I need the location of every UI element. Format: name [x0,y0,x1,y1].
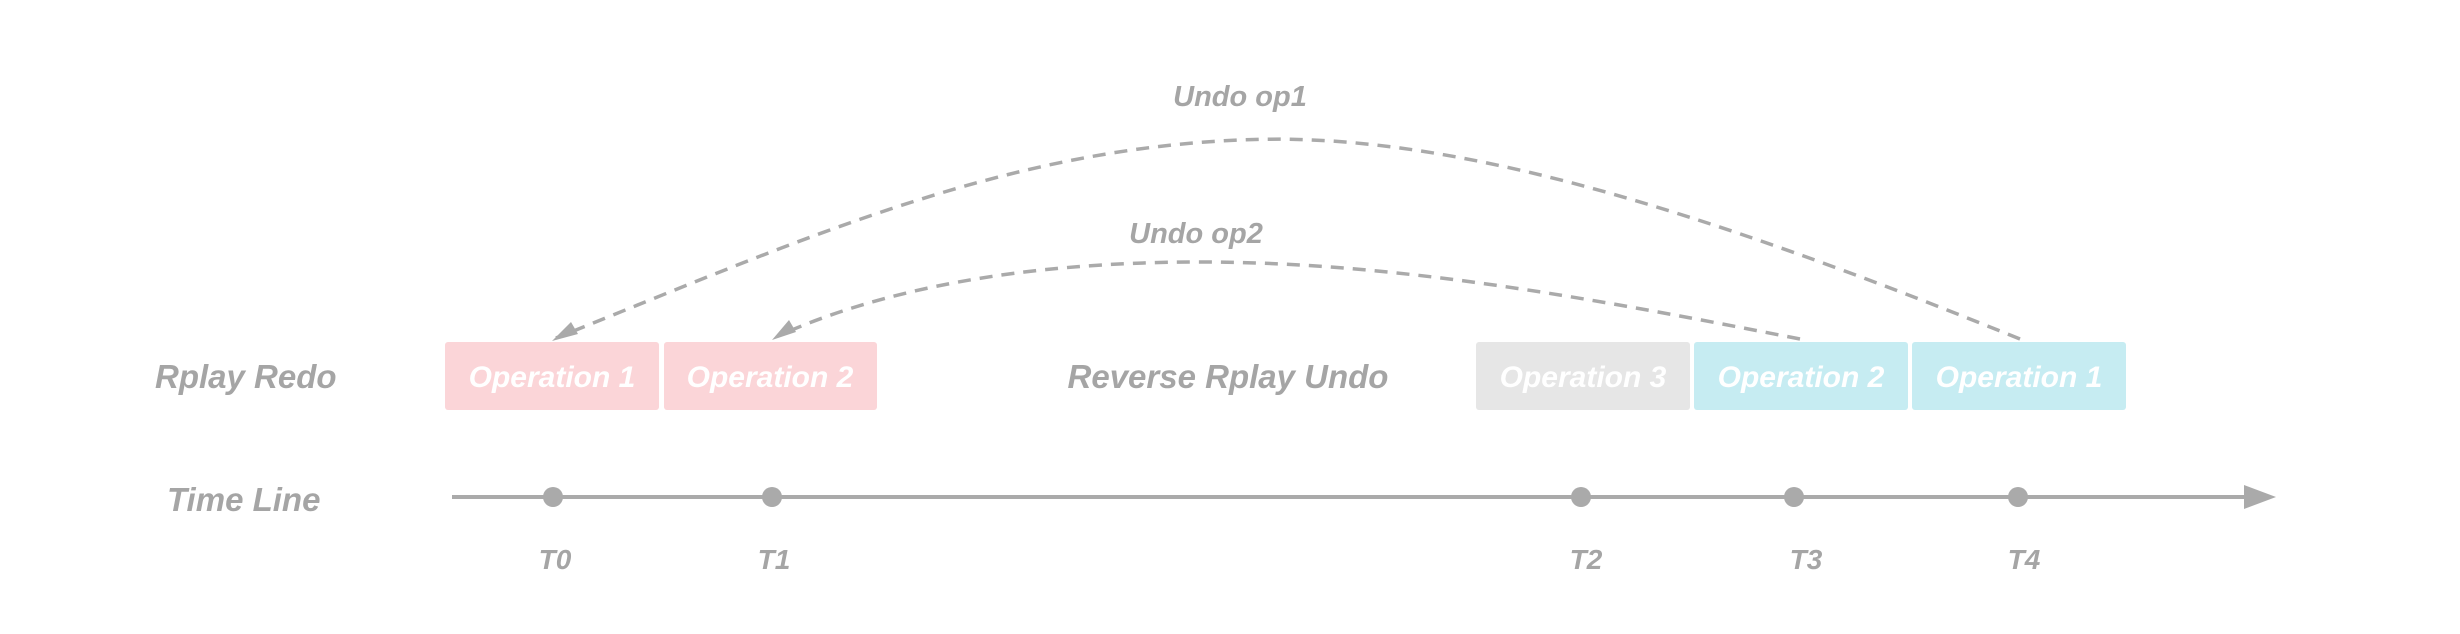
undo-op-label: Operation 3 [1500,361,1667,394]
redo-op-label: Operation 1 [469,361,636,394]
redo-op-box [445,342,659,410]
timeline-tick-dot [543,487,563,507]
timeline-tick-label: T3 [1790,544,1823,575]
undo-op2-label: Undo op2 [1129,218,1263,250]
timeline: T0 T1 T2 T3 T4 [452,485,2276,575]
undo-op1-arrowhead [552,322,578,341]
undo-operations: Operation 3 Operation 2 Operation 1 [1476,342,2126,410]
undo-op-label: Operation 1 [1936,361,2103,394]
undo-op2-arc [777,260,1801,341]
timeline-row-label: Time Line [167,481,320,518]
undo-op-box [1912,342,2126,410]
redo-op-box [664,342,877,410]
timeline-tick-label: T0 [539,544,572,575]
timeline-tick-label: T1 [758,544,791,575]
undo-op-box [1476,342,1690,410]
undo-op1-arc [555,137,2021,341]
timeline-tick-dot [762,487,782,507]
undo-row-label: Reverse Rplay Undo [1068,358,1389,395]
undo-op-box [1694,342,1908,410]
redo-operations: Operation 1 Operation 2 [445,342,877,410]
timeline-tick-dot [2008,487,2028,507]
timeline-tick-label: T4 [2008,544,2041,575]
timeline-tick-dot [1571,487,1591,507]
timeline-arrowhead [2244,485,2276,509]
redo-row-label: Rplay Redo [155,358,337,395]
undo-arcs: Undo op1 Undo op2 [552,81,2021,341]
timeline-tick-dot [1784,487,1804,507]
undo-op1-label: Undo op1 [1173,81,1307,113]
timeline-tick-label: T2 [1570,544,1603,575]
redo-op-label: Operation 2 [687,361,854,394]
undo-op2-arrowhead [772,320,796,340]
undo-op-label: Operation 2 [1718,361,1885,394]
